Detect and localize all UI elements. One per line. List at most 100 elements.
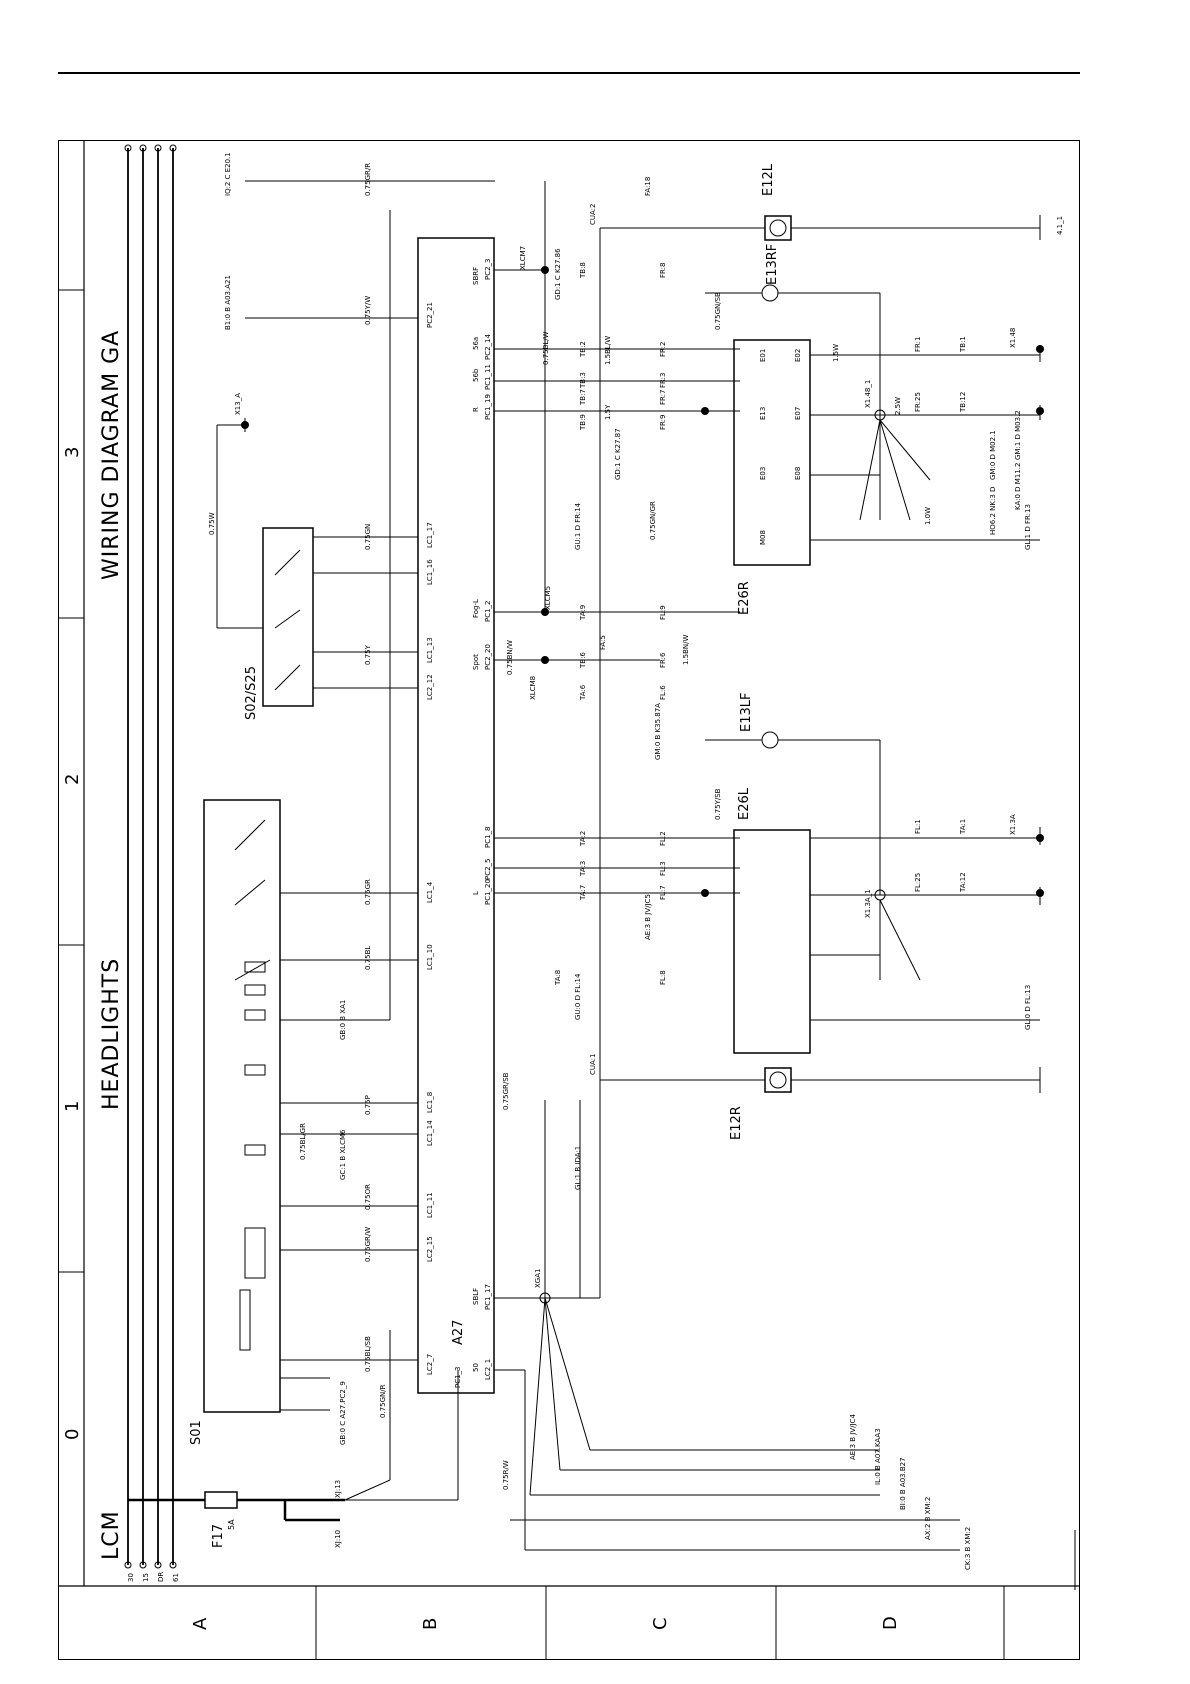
lamp-e08: E08 bbox=[794, 467, 802, 480]
harness-fl7: FL:7 bbox=[659, 885, 667, 900]
a27-pin-lc113: LC1_13 bbox=[426, 637, 434, 663]
rail-30: 30 bbox=[127, 1573, 135, 1582]
ref-gc1b: GC:1 B XLCM6 bbox=[339, 1129, 347, 1180]
wire-label-gr: 0.75GR bbox=[364, 879, 372, 905]
wire-label-grw: 0.75GR/W bbox=[364, 1227, 372, 1262]
harness-fr25: FR:25 bbox=[914, 392, 922, 412]
zone-letter-c: C bbox=[650, 1617, 671, 1630]
page-title-wiring: WIRING DIAGRAM GA bbox=[99, 330, 124, 580]
a27-pin-pc23: PC2_3 bbox=[484, 258, 492, 280]
harness-ta9: TA:9 bbox=[579, 605, 587, 621]
ref-ae3b2: AE:3 B JV/JC5 bbox=[644, 894, 652, 940]
lamp-e07: E07 bbox=[794, 407, 802, 420]
a27-pin-lc111: LC1_11 bbox=[426, 1192, 434, 1218]
lamp-e03: E03 bbox=[759, 467, 767, 480]
harness-fr9: FR:9 bbox=[659, 415, 667, 431]
wire-label-15bnw: 1.5BN/W bbox=[682, 634, 690, 665]
wire-label-15w: 1.5W bbox=[832, 344, 840, 362]
ref-ax2b: AX:2 B XM:2 bbox=[924, 1497, 932, 1540]
x13a-label: X13_A bbox=[234, 393, 242, 415]
ref-b10b: B1:0 B A03.A21 bbox=[224, 275, 232, 330]
a27-pin-lc110: LC1_10 bbox=[426, 944, 434, 970]
harness-ta6: TA:6 bbox=[579, 684, 587, 701]
harness-fr8: FR:8 bbox=[659, 263, 667, 279]
harness-tb1: TB:1 bbox=[959, 336, 967, 353]
harness-cua1: CUA:1 bbox=[589, 1054, 597, 1076]
wire-label-y: 0.75Y bbox=[364, 644, 372, 665]
ref-bi0b: BI:0 B A03.B27 bbox=[899, 1457, 907, 1510]
lcm-label: LCM bbox=[99, 1510, 124, 1560]
lamp-e13: E13 bbox=[759, 407, 767, 420]
ref-fa18: FA:18 bbox=[644, 177, 652, 196]
ref-il0b: IL:0 B A07.KAA3 bbox=[874, 1428, 882, 1485]
ref-gb0c: GB:0 C A27.PC2_9 bbox=[339, 1381, 347, 1445]
ref-gu0d: GU:0 D FL:14 bbox=[574, 973, 582, 1020]
wire-label-p: 0.75P bbox=[364, 1095, 372, 1115]
ref-ck3b: CK:3 B XM:2 bbox=[964, 1527, 972, 1570]
harness-ta3: TA:3 bbox=[579, 861, 587, 877]
pin-name-l: L bbox=[472, 891, 480, 895]
pin-name-56b: 56b bbox=[472, 368, 480, 382]
harness-fr7: FR:7 bbox=[659, 390, 667, 406]
wire-label-w-top: 0.75W bbox=[208, 512, 216, 535]
a27-pin-lc14: LC1_4 bbox=[426, 881, 434, 903]
xga1-label: XGA1 bbox=[534, 1269, 542, 1288]
ref-41-top: 4.1_1 bbox=[1056, 216, 1064, 235]
rail-61: 61 bbox=[172, 1573, 180, 1582]
wire-label-gnsb: 0.75GN/SB bbox=[714, 292, 722, 330]
x148-1-label: X1.48_1 bbox=[864, 380, 872, 408]
xj10-label: XJ:10 bbox=[334, 1530, 342, 1548]
a27-pin-lc116: LC1_16 bbox=[426, 559, 434, 585]
wire-label-25w: 2.5W bbox=[894, 397, 902, 415]
ref-gm0d: GM:0 D M02.1 bbox=[989, 430, 997, 480]
harness-ta1: TA:1 bbox=[959, 819, 967, 835]
ref-ka0d: KA:0 D M11.2 bbox=[1014, 463, 1022, 510]
zone-letter-b: B bbox=[420, 1618, 441, 1630]
a27-pin-lc212: LC2_12 bbox=[426, 674, 434, 700]
wire-label-blsb: 0.75BL/SB bbox=[364, 1336, 372, 1372]
ref-gl1b: GL:1 B IDA:1 bbox=[574, 1146, 582, 1190]
s01-label: S01 bbox=[189, 1420, 204, 1445]
fuse-rating: 5A bbox=[227, 1519, 236, 1530]
e12l-label: E12L bbox=[761, 163, 776, 196]
wire-label-bnw: 0.75BN/W bbox=[506, 640, 514, 675]
ref-ho62: HO6.2 NK:3 D bbox=[989, 487, 997, 535]
harness-fr3: FR:3 bbox=[659, 373, 667, 389]
wire-label-rw: 0.75R/W bbox=[502, 1460, 510, 1490]
zone-number-3: 3 bbox=[62, 447, 83, 458]
a27-pin-pc220: PC2_20 bbox=[484, 644, 492, 670]
harness-fl8: FL:8 bbox=[659, 970, 667, 985]
harness-fl2: FL:2 bbox=[659, 831, 667, 846]
ref-gd1c2: GD:1 C K27.87 bbox=[614, 428, 622, 480]
harness-fl6: FL:6 bbox=[659, 685, 667, 700]
a27-pin-pc13: PC1_3 bbox=[454, 1366, 462, 1388]
lamp-e02: E02 bbox=[794, 349, 802, 362]
ref-gm0b: GM:0 B K35.87A bbox=[654, 703, 662, 760]
harness-fl9: FL:9 bbox=[659, 605, 667, 620]
wire-label-10w: 1.0W bbox=[924, 507, 932, 525]
xlcm5-label: XLCM5 bbox=[544, 586, 552, 610]
harness-ta12: TA:12 bbox=[959, 872, 967, 893]
x13a-1-label: X1.3A_1 bbox=[864, 889, 872, 918]
harness-tb2: TB:2 bbox=[579, 341, 587, 358]
pin-name-spot: Spot bbox=[472, 654, 480, 670]
a27-pin-lc27: LC2_7 bbox=[426, 1354, 434, 1375]
pin-name-sblf: SBLF bbox=[472, 1288, 480, 1305]
ref-gl1d: GL:1 D FR:13 bbox=[1024, 504, 1032, 550]
e26l-label: E26L bbox=[737, 787, 752, 820]
harness-tb8: TB:8 bbox=[579, 262, 587, 279]
rail-15: 15 bbox=[142, 1573, 150, 1582]
e26r-label: E26R bbox=[737, 581, 752, 615]
harness-fl1: FL:1 bbox=[914, 819, 922, 834]
zone-letter-d: D bbox=[880, 1616, 901, 1630]
fuse-name: F17 bbox=[211, 1524, 226, 1548]
xj13-label: XJ:13 bbox=[334, 1480, 342, 1498]
wire-label-gnr: 0.75GN/R bbox=[379, 1384, 387, 1418]
harness-tb6: TB:6 bbox=[579, 652, 587, 669]
a27-pin-pc117: PC1_17 bbox=[484, 1284, 492, 1310]
e13lf-label: E13LF bbox=[739, 693, 754, 732]
rail-dr: DR bbox=[157, 1572, 165, 1582]
xlcm7-label: XLCM7 bbox=[519, 246, 527, 270]
harness-cua2: CUA:2 bbox=[589, 204, 597, 226]
